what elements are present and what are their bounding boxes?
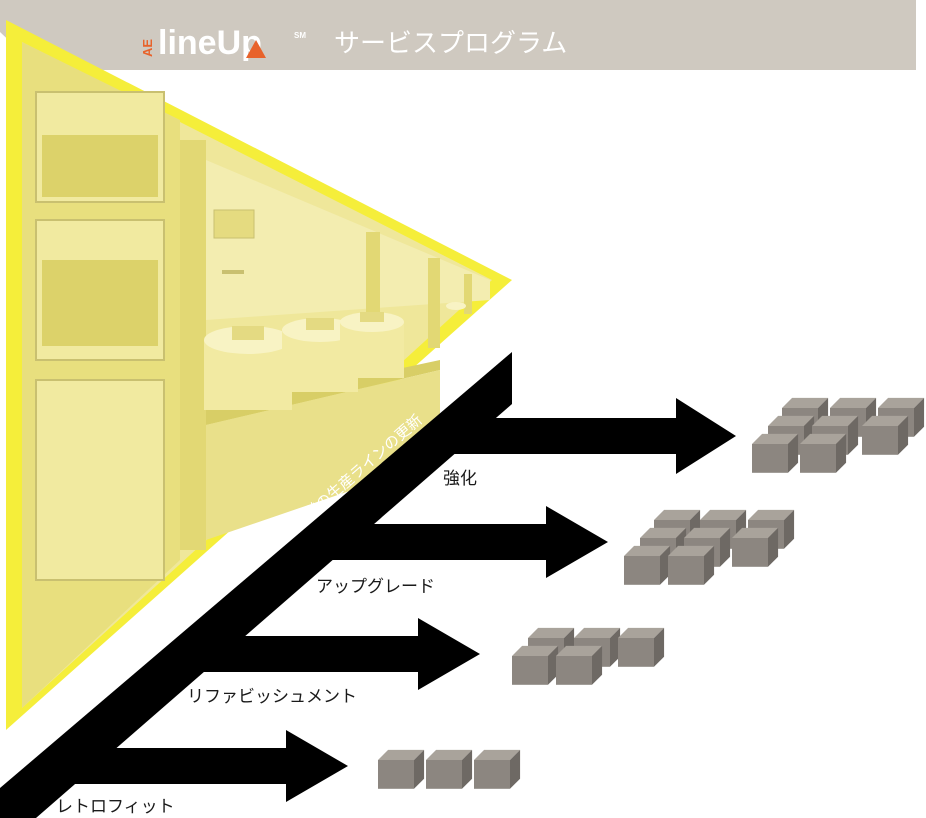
block-cube	[862, 415, 909, 455]
block-cube	[732, 527, 779, 567]
branch-arrow	[40, 730, 348, 802]
block-cube	[512, 645, 559, 685]
branch-arrow	[430, 398, 736, 474]
branch-label-refurbishment: リファビッシュメント	[187, 687, 357, 707]
diagonal-timeline-band	[0, 352, 512, 818]
branch-label-upgrade: アップグレード	[316, 577, 435, 597]
logo-orange-triangle	[246, 40, 266, 58]
block-cube	[668, 545, 715, 585]
process-chamber	[204, 326, 292, 410]
logo-wordmark: lineUp	[158, 24, 262, 62]
block-cube	[426, 749, 473, 789]
block-cube	[624, 545, 671, 585]
block-clusters	[378, 397, 925, 789]
block-cube	[752, 433, 799, 473]
block-cube	[556, 645, 603, 685]
logo-ae: AE	[140, 39, 155, 57]
header-title: サービスプログラム	[334, 29, 567, 59]
header-band: AE lineUp SM サービスプログラム	[0, 0, 916, 70]
process-chamber	[340, 312, 404, 378]
branch-label-retrofit: レトロフィット	[56, 797, 175, 817]
logo-sm: SM	[294, 31, 306, 40]
branch-arrow	[168, 618, 480, 690]
branch-label-enhance: 強化	[443, 469, 477, 489]
block-cube	[800, 433, 847, 473]
branch-arrow	[294, 506, 608, 578]
block-cube	[474, 749, 521, 789]
block-cube	[618, 627, 665, 667]
production-line-illustration	[6, 20, 512, 730]
block-cube	[378, 749, 425, 789]
